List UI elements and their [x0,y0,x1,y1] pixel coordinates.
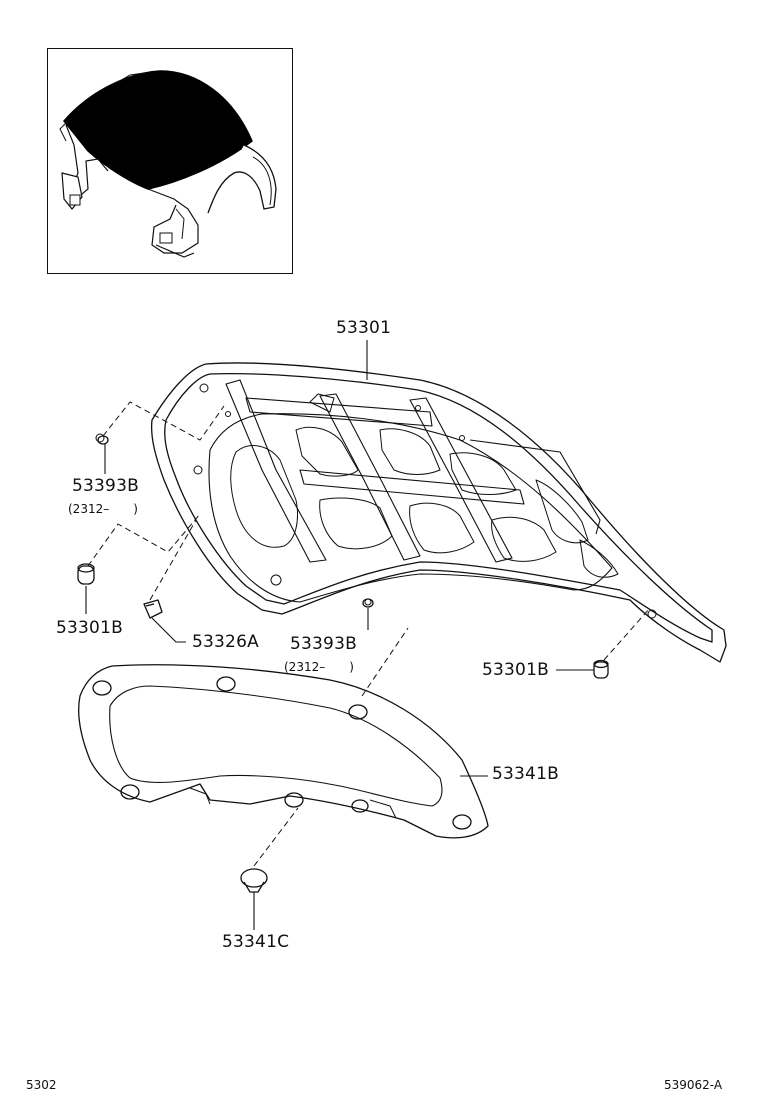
label-hood-insulator: 53341B [492,764,559,784]
hood-clip [143,599,163,619]
hood-seal-center [362,598,374,608]
label-hood-seal-left: 53393B [72,476,139,496]
hood-insulator [78,664,489,839]
label-hood-panel: 53301 [336,318,392,338]
label-insulator-clip: 53341C [222,932,290,952]
label-hood-clip: 53326A [192,632,259,652]
label-hood-seal-left-date: (2312– ) [68,502,138,516]
label-hood-seal-center: 53393B [290,634,357,654]
illustration-code: 539062-A [664,1078,723,1092]
insulator-clip [240,868,268,893]
hood-cushion-right [593,659,609,679]
section-code: 5302 [26,1078,57,1092]
locator-thumbnail [47,48,293,274]
label-hood-cushion-left: 53301B [56,618,123,638]
hood-cushion-left [77,563,95,585]
label-hood-cushion-right: 53301B [482,660,549,680]
vehicle-front-locator-drawing [59,70,277,258]
label-hood-seal-center-date: (2312– ) [284,660,354,674]
hood-panel [95,362,727,663]
